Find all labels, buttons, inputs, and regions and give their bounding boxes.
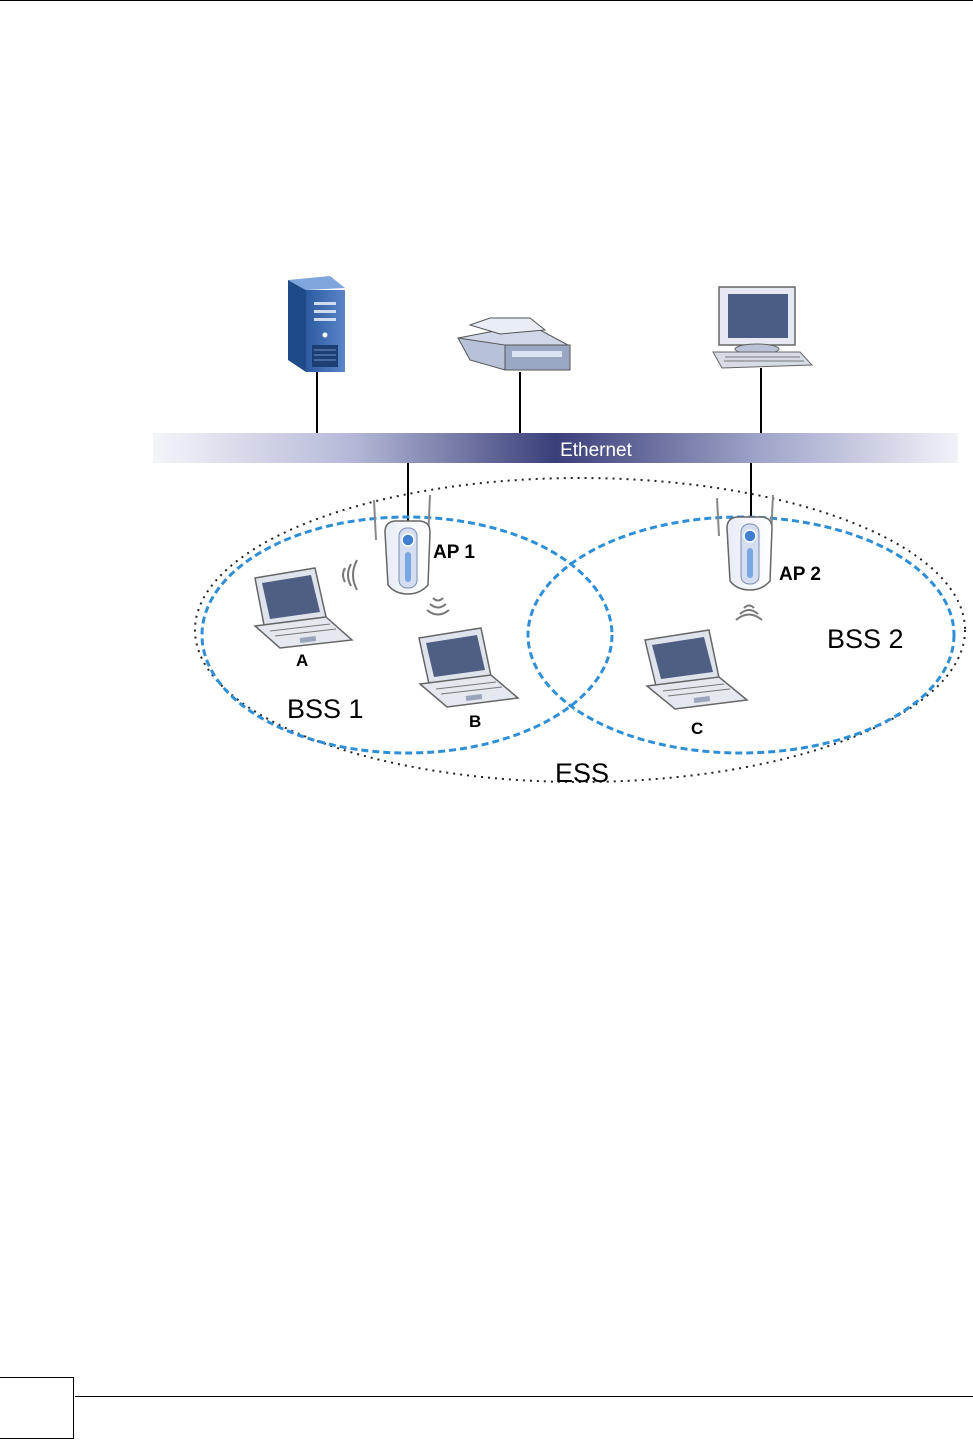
station-c-label: C	[691, 719, 703, 738]
footer-rule	[75, 1396, 973, 1397]
page-number-box	[0, 1377, 74, 1439]
server-icon	[288, 276, 345, 372]
ethernet-label: Ethernet	[560, 440, 633, 461]
ap1-label: AP 1	[433, 542, 475, 563]
station-b-label: B	[469, 712, 481, 731]
bss2-label: BSS 2	[827, 624, 904, 654]
bss1-label: BSS 1	[287, 694, 364, 724]
ethernet-backbone: Ethernet	[153, 433, 958, 463]
ess-label: ESS	[555, 758, 609, 788]
ap2-label: AP 2	[779, 564, 821, 585]
station-a-label: A	[296, 651, 308, 670]
